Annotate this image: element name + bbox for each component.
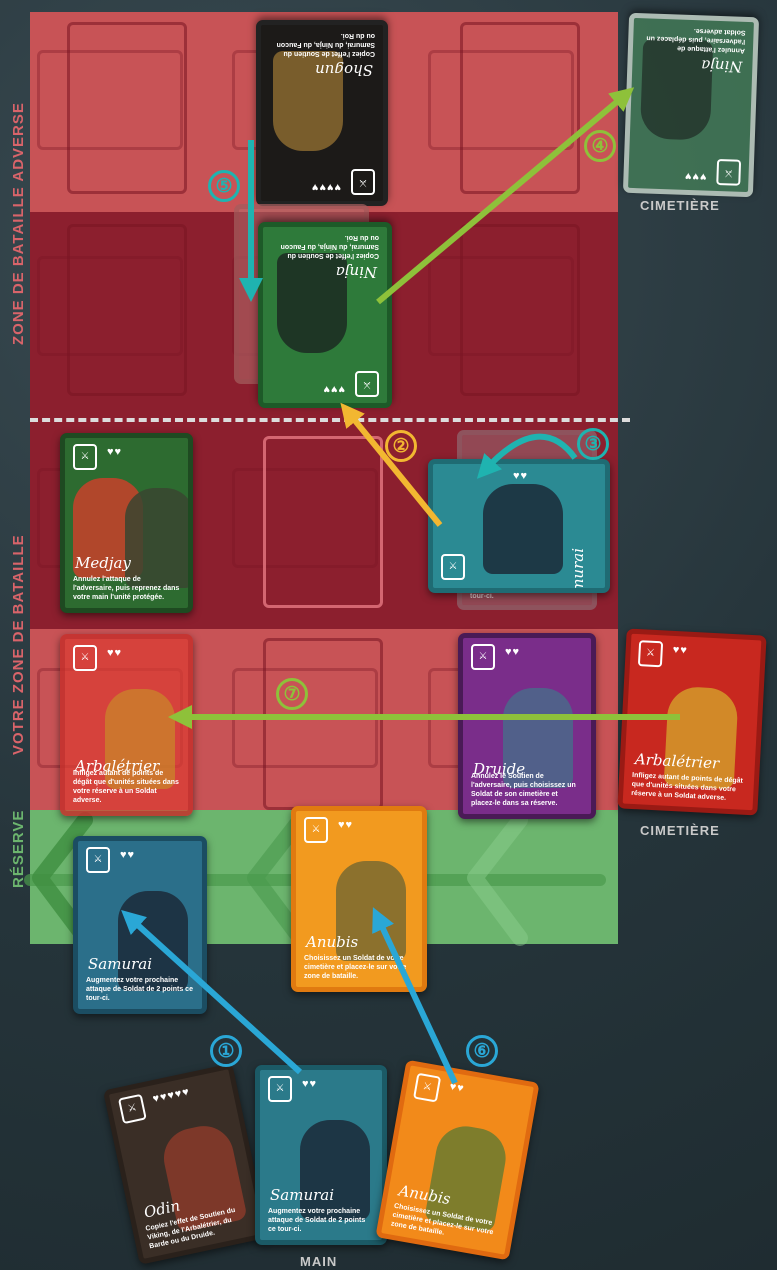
arrow-step-4 <box>378 95 625 302</box>
step-3-marker: ③ <box>577 428 609 460</box>
step-4-marker: ④ <box>584 130 616 162</box>
step-5-marker: ⑤ <box>208 170 240 202</box>
arrow-step-3 <box>485 437 575 470</box>
step-6-marker: ⑥ <box>466 1035 498 1067</box>
step-2-marker: ② <box>385 430 417 462</box>
step-1-marker: ① <box>210 1035 242 1067</box>
step-7-marker: ⑦ <box>276 678 308 710</box>
arrow-step-2 <box>348 412 440 525</box>
arrow-step-6 <box>378 918 455 1083</box>
